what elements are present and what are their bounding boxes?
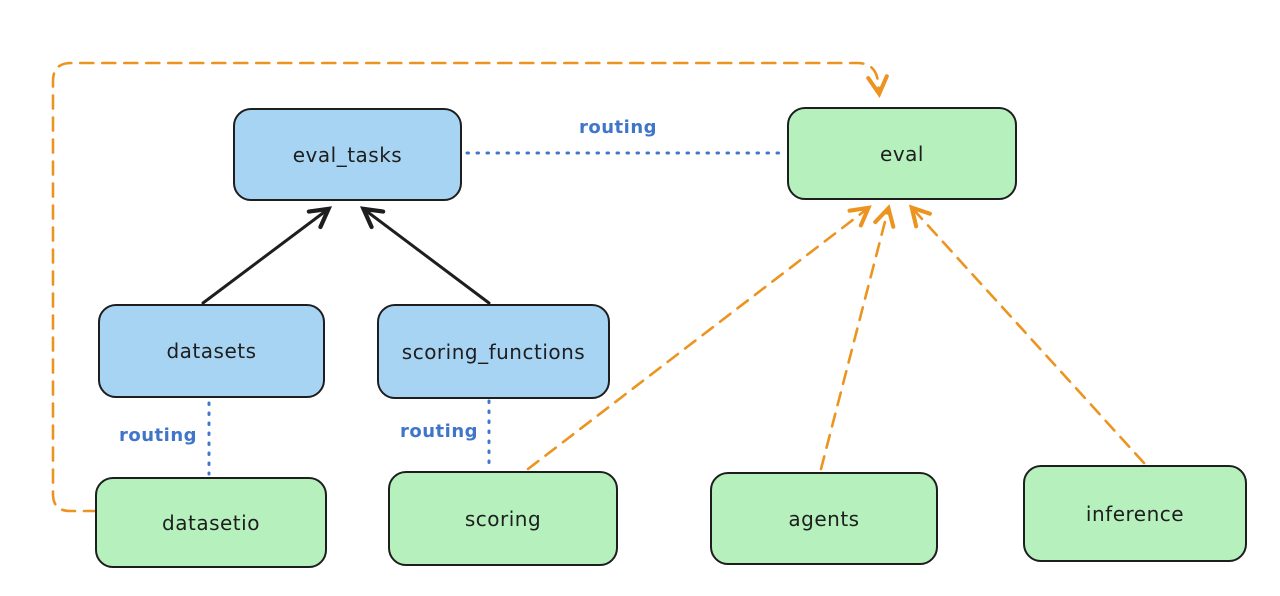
node-scoring[interactable]: scoring (388, 471, 618, 566)
node-agents-label: agents (788, 506, 860, 531)
edge-datasetio-to-eval (51, 61, 889, 513)
node-scoring-functions-label: scoring_functions (401, 339, 586, 364)
node-datasets[interactable]: datasets (98, 304, 325, 398)
edge-scoring-functions-to-eval-tasks (359, 206, 491, 305)
edge-agents-to-eval (819, 204, 896, 471)
node-inference[interactable]: inference (1023, 465, 1247, 562)
edge-label-routing-eval-tasks-eval: routing (579, 117, 658, 138)
node-datasets-label: datasets (166, 339, 257, 363)
node-datasetio[interactable]: datasetio (95, 477, 327, 568)
node-datasetio-label: datasetio (162, 510, 260, 535)
node-scoring-functions[interactable]: scoring_functions (377, 304, 610, 399)
node-inference-label: inference (1085, 501, 1185, 526)
node-eval-tasks-label: eval_tasks (292, 142, 403, 167)
node-eval-tasks[interactable]: eval_tasks (233, 108, 462, 201)
edge-inference-to-eval (908, 204, 1146, 465)
edge-scoring-to-eval (526, 205, 872, 471)
node-eval-label: eval (880, 141, 924, 166)
node-agents[interactable]: agents (710, 472, 938, 565)
node-eval[interactable]: eval (787, 107, 1017, 200)
node-scoring-label: scoring (464, 506, 542, 531)
edge-label-routing-datasets-datasetio: routing (119, 425, 198, 446)
edge-label-routing-scoring-functions-scoring: routing (400, 421, 479, 442)
edge-datasets-to-eval-tasks (201, 206, 333, 305)
